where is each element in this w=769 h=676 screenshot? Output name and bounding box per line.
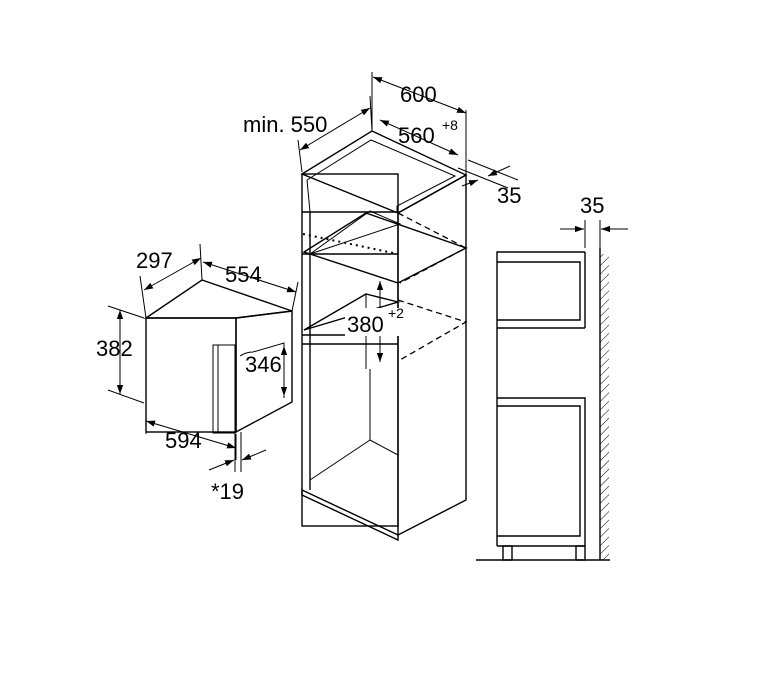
label-niche-width-tolerance: +8 (442, 117, 458, 133)
appliance-top (143, 279, 293, 319)
wall-hatch (600, 254, 609, 560)
dim-niche-width: 560 +8 (379, 117, 459, 156)
dim-appliance-height: 382 (96, 305, 145, 404)
dim-appliance-front-width: 594 (145, 420, 237, 460)
label-appliance-height: 382 (96, 336, 133, 361)
cabinet-side (397, 173, 467, 537)
label-niche-height: 380 (347, 312, 384, 337)
appliance-door (212, 344, 236, 434)
label-side-view-gap: 35 (580, 193, 604, 218)
label-appliance-width: 554 (225, 262, 262, 287)
label-niche-height-tolerance: +2 (388, 305, 404, 321)
appliance-drawing: 297 554 382 346 594 (96, 243, 299, 504)
label-cabinet-width: 600 (400, 82, 437, 107)
dim-front-offset: *19 (208, 432, 267, 504)
label-front-offset: *19 (211, 479, 244, 504)
dim-cabinet-width: 600 (371, 72, 467, 175)
appliance-front (145, 317, 237, 433)
side-view-drawing: 35 (476, 193, 628, 561)
label-appliance-front-height: 346 (245, 352, 282, 377)
appliance-side (235, 310, 293, 434)
cabinet-top (300, 130, 468, 214)
dim-side-view-gap: 35 (560, 193, 628, 248)
cabinet-front (301, 173, 399, 527)
dim-niche-height: 380 +2 (345, 281, 404, 362)
label-cabinet-min-depth: min. 550 (243, 112, 327, 137)
dim-side-wall: 35 (457, 159, 521, 208)
dim-cabinet-min-depth: min. 550 (243, 95, 373, 173)
label-appliance-front-width: 594 (165, 428, 202, 453)
label-appliance-depth: 297 (136, 248, 173, 273)
label-niche-width: 560 (398, 123, 435, 148)
cabinet-drawing: min. 550 600 560 +8 35 380 +2 (243, 72, 521, 542)
dim-appliance-depth: 297 (136, 243, 203, 319)
dim-appliance-front-height: 346 (245, 346, 288, 396)
dim-appliance-width: 554 (202, 261, 299, 312)
label-side-wall: 35 (497, 183, 521, 208)
